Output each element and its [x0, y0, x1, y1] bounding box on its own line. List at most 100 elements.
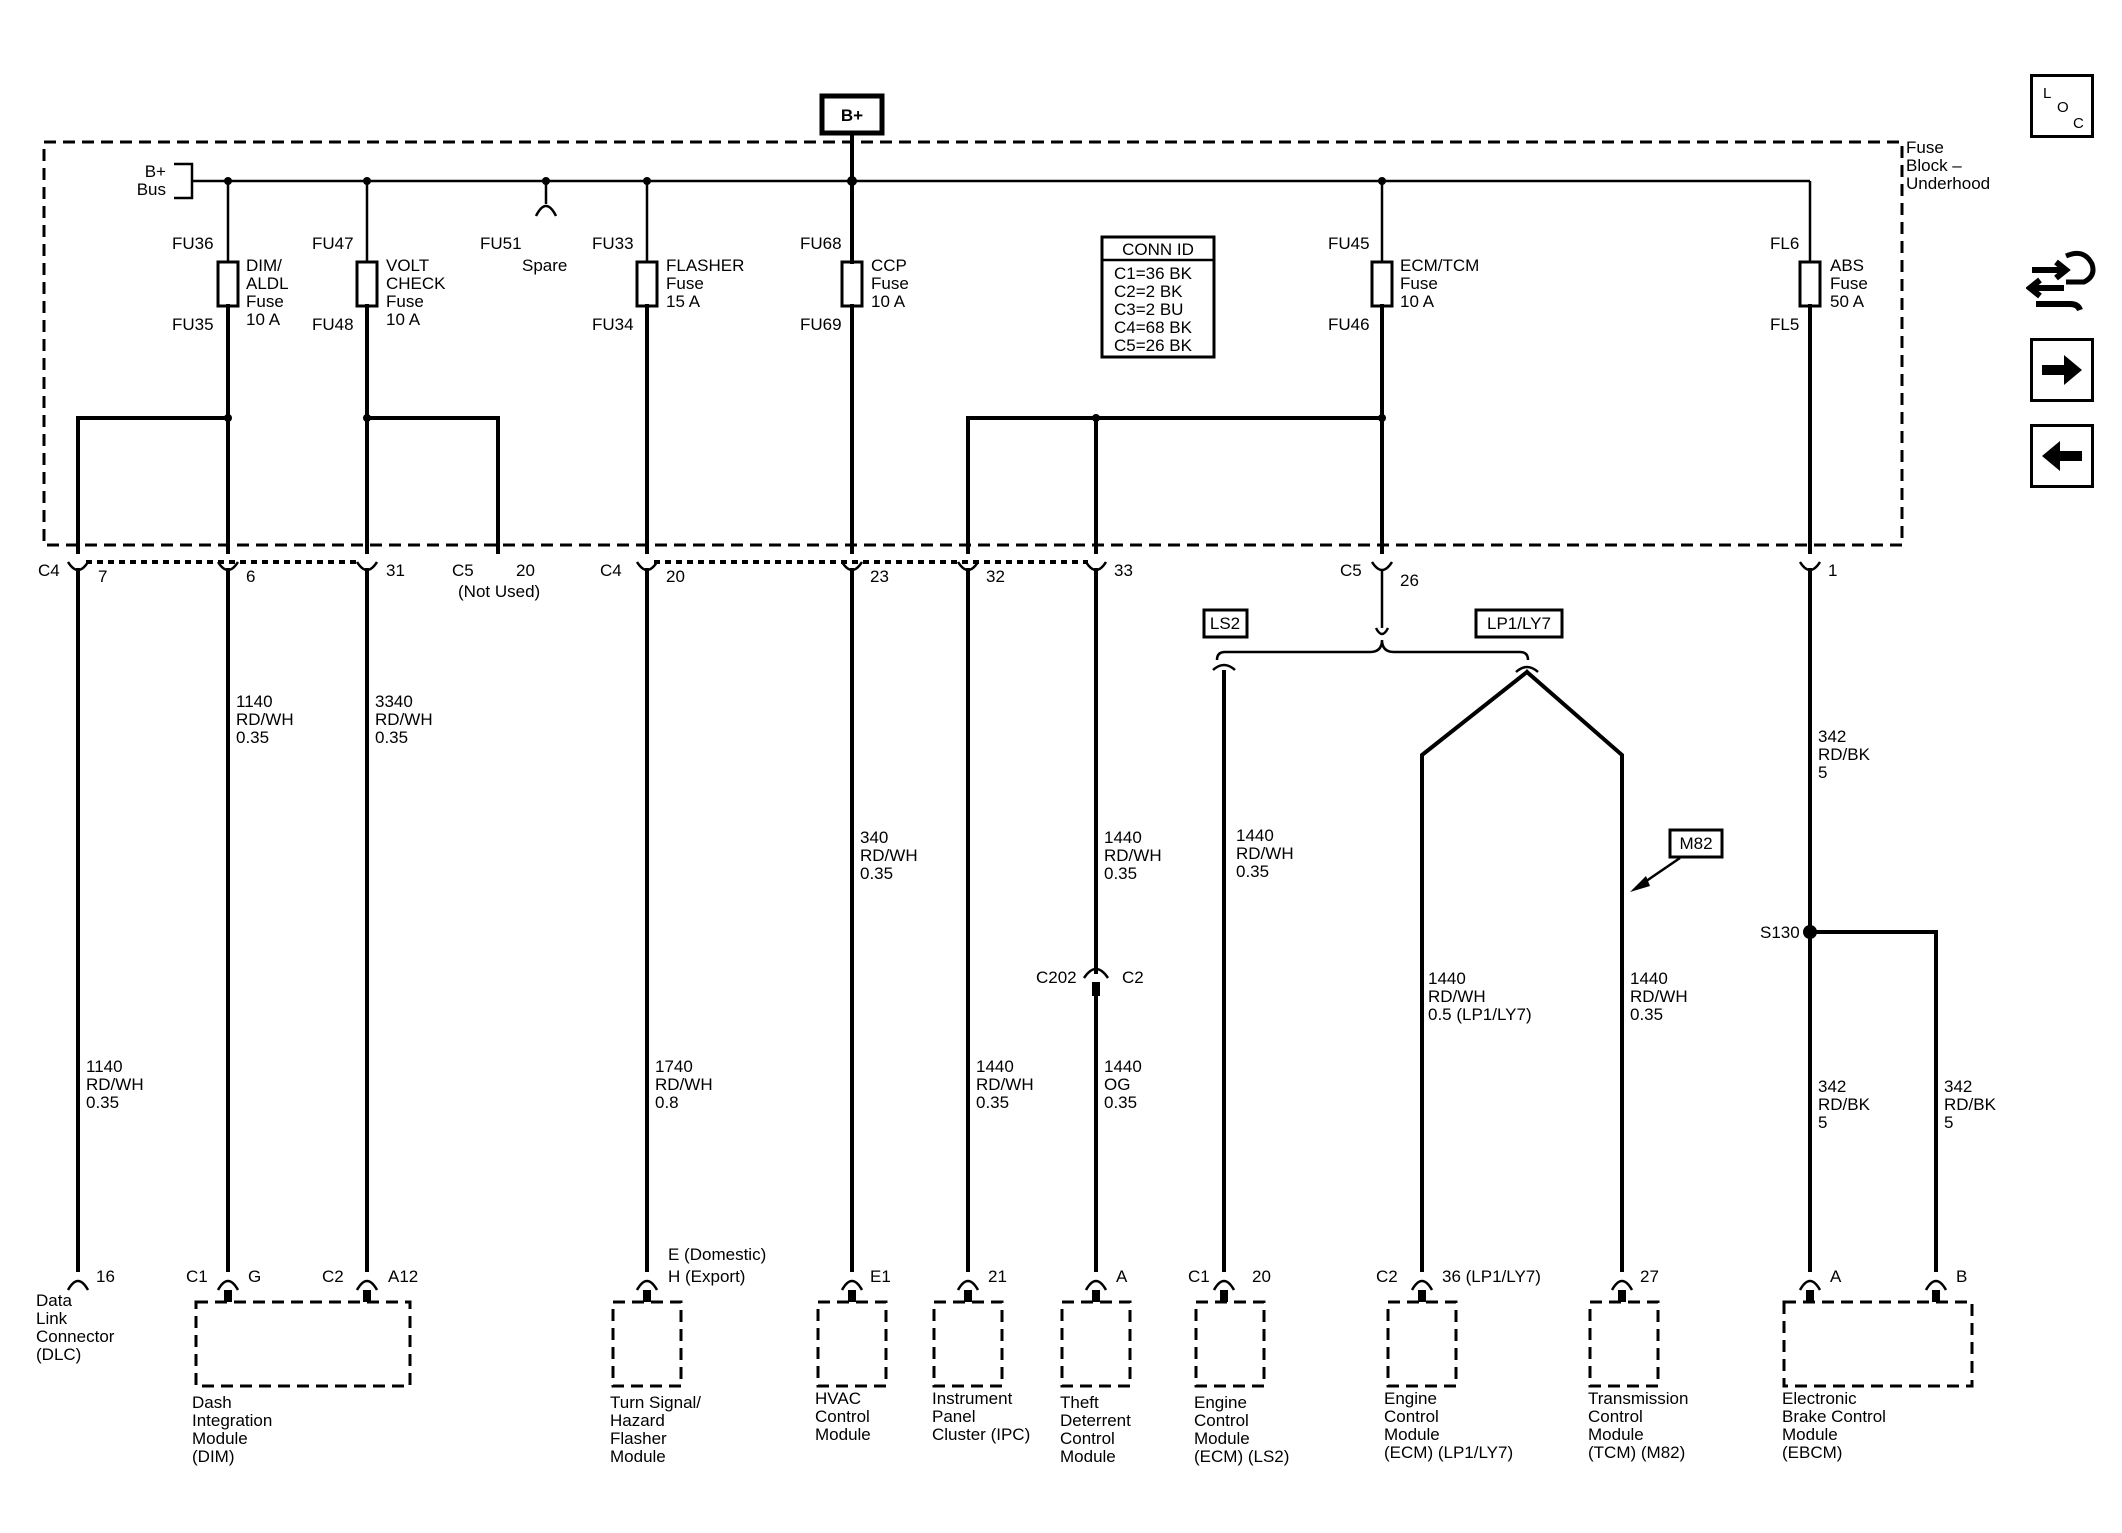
- svg-text:0.35: 0.35: [860, 864, 893, 883]
- svg-text:(Not Used): (Not Used): [458, 582, 540, 601]
- svg-text:(DLC): (DLC): [36, 1345, 81, 1364]
- svg-text:(ECM) (LS2): (ECM) (LS2): [1194, 1447, 1289, 1466]
- svg-text:(TCM) (M82): (TCM) (M82): [1588, 1443, 1685, 1462]
- svg-text:(ECM) (LP1/LY7): (ECM) (LP1/LY7): [1384, 1443, 1513, 1462]
- svg-text:1440: 1440: [1104, 828, 1142, 847]
- svg-text:C3=2 BU: C3=2 BU: [1114, 300, 1183, 319]
- svg-text:RD/WH: RD/WH: [976, 1075, 1034, 1094]
- svg-text:VOLT: VOLT: [386, 256, 429, 275]
- svg-text:Module: Module: [192, 1429, 248, 1448]
- svg-text:C2: C2: [1376, 1267, 1398, 1286]
- svg-text:5: 5: [1944, 1113, 1953, 1132]
- fuse-labels: FU36 FU35 DIM/ ALDL Fuse 10 A FU47 FU48 …: [172, 234, 1868, 334]
- svg-text:Module: Module: [1060, 1447, 1116, 1466]
- conn-id-table: CONN ID C1=36 BK C2=2 BK C3=2 BU C4=68 B…: [1100, 235, 1216, 359]
- fuse-block-label: Fuse Block – Underhood: [1906, 138, 1990, 193]
- svg-text:B: B: [1956, 1267, 1967, 1286]
- svg-text:10 A: 10 A: [871, 292, 906, 311]
- svg-text:C5: C5: [1340, 561, 1362, 580]
- svg-text:C202: C202: [1036, 968, 1077, 987]
- svg-text:1440: 1440: [976, 1057, 1014, 1076]
- svg-text:Module: Module: [610, 1447, 666, 1466]
- svg-text:G: G: [248, 1267, 261, 1286]
- svg-text:C1=36 BK: C1=36 BK: [1114, 264, 1193, 283]
- svg-text:3340: 3340: [375, 692, 413, 711]
- svg-text:Fuse: Fuse: [246, 292, 284, 311]
- fuse-block-outline: [42, 140, 1904, 547]
- svg-text:Fuse: Fuse: [1830, 274, 1868, 293]
- svg-text:(DIM): (DIM): [192, 1447, 234, 1466]
- svg-text:Module: Module: [1194, 1429, 1250, 1448]
- svg-text:Module: Module: [1588, 1425, 1644, 1444]
- fuse-drops: [226, 181, 1812, 262]
- svg-text:Connector: Connector: [36, 1327, 115, 1346]
- svg-text:A: A: [1830, 1267, 1842, 1286]
- svg-text:10 A: 10 A: [386, 310, 421, 329]
- svg-text:0.35: 0.35: [375, 728, 408, 747]
- bplus-label: B+: [841, 106, 863, 125]
- svg-text:0.35: 0.35: [236, 728, 269, 747]
- svg-text:32: 32: [986, 567, 1005, 586]
- svg-text:Instrument: Instrument: [932, 1389, 1013, 1408]
- fuse-block-wiring: [76, 304, 1812, 554]
- svg-text:0.35: 0.35: [86, 1093, 119, 1112]
- svg-text:Bus: Bus: [137, 180, 166, 199]
- svg-text:36 (LP1/LY7): 36 (LP1/LY7): [1442, 1267, 1541, 1286]
- svg-text:A: A: [1116, 1267, 1128, 1286]
- svg-text:Engine: Engine: [1194, 1393, 1247, 1412]
- svg-text:Engine: Engine: [1384, 1389, 1437, 1408]
- bplus-bus-label: B+ Bus: [137, 162, 166, 199]
- wrench-link-button[interactable]: [2026, 248, 2098, 320]
- svg-text:7: 7: [98, 567, 107, 586]
- svg-text:FU68: FU68: [800, 234, 842, 253]
- svg-text:RD/WH: RD/WH: [236, 710, 294, 729]
- svg-text:Control: Control: [1060, 1429, 1115, 1448]
- svg-text:FL6: FL6: [1770, 234, 1799, 253]
- svg-text:1140: 1140: [86, 1057, 123, 1076]
- svg-text:Module: Module: [1782, 1425, 1838, 1444]
- svg-text:ALDL: ALDL: [246, 274, 289, 293]
- svg-text:FU51: FU51: [480, 234, 522, 253]
- svg-text:RD/WH: RD/WH: [1630, 987, 1688, 1006]
- svg-text:0.35: 0.35: [976, 1093, 1009, 1112]
- bus-bracket: [174, 162, 228, 200]
- svg-text:31: 31: [386, 561, 405, 580]
- svg-text:Control: Control: [1384, 1407, 1439, 1426]
- svg-text:FU35: FU35: [172, 315, 214, 334]
- svg-text:Control: Control: [1588, 1407, 1643, 1426]
- svg-text:Fuse: Fuse: [1906, 138, 1944, 157]
- arrow-right-icon: [2042, 355, 2082, 385]
- option-boxes: LS2 LP1/LY7 M82: [1202, 608, 1724, 892]
- svg-text:FU48: FU48: [312, 315, 354, 334]
- svg-text:Fuse: Fuse: [871, 274, 909, 293]
- svg-text:26: 26: [1400, 571, 1419, 590]
- loc-letter-c: C: [2073, 115, 2084, 132]
- svg-text:LP1/LY7: LP1/LY7: [1487, 614, 1551, 633]
- svg-text:C4=68 BK: C4=68 BK: [1114, 318, 1193, 337]
- next-page-button[interactable]: [2030, 338, 2094, 402]
- svg-text:FU69: FU69: [800, 315, 842, 334]
- module-pins: [66, 1279, 1948, 1302]
- locator-button[interactable]: L O C: [2030, 74, 2094, 138]
- svg-text:RD/WH: RD/WH: [860, 846, 918, 865]
- svg-text:342: 342: [1818, 1077, 1846, 1096]
- svg-text:5: 5: [1818, 1113, 1827, 1132]
- svg-text:C2=2 BK: C2=2 BK: [1114, 282, 1183, 301]
- svg-text:Fuse: Fuse: [666, 274, 704, 293]
- svg-text:B+: B+: [145, 162, 166, 181]
- module-boxes: [194, 1300, 1974, 1388]
- connector-row: [66, 560, 1822, 572]
- svg-text:Deterrent: Deterrent: [1060, 1411, 1131, 1430]
- svg-text:C4: C4: [600, 561, 622, 580]
- previous-page-button[interactable]: [2030, 424, 2094, 488]
- svg-text:FU46: FU46: [1328, 315, 1370, 334]
- svg-text:20: 20: [666, 567, 685, 586]
- svg-text:ABS: ABS: [1830, 256, 1864, 275]
- svg-text:M82: M82: [1679, 834, 1712, 853]
- svg-text:RD/WH: RD/WH: [375, 710, 433, 729]
- svg-text:Flasher: Flasher: [610, 1429, 667, 1448]
- svg-text:10 A: 10 A: [246, 310, 281, 329]
- svg-text:CHECK: CHECK: [386, 274, 446, 293]
- svg-text:Control: Control: [1194, 1411, 1249, 1430]
